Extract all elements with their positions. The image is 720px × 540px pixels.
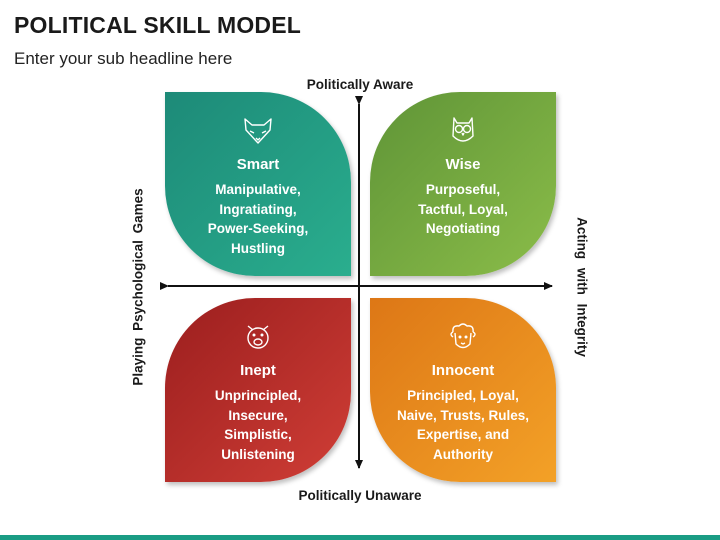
quadrant-innocent: Innocent Principled, Loyal, Naive, Trust…	[370, 298, 556, 482]
trait-line: Authority	[433, 446, 493, 462]
trait-line: Naive, Trusts, Rules,	[396, 407, 530, 423]
quadrant-title: Smart	[236, 156, 280, 173]
trait-line: Insecure,	[228, 407, 288, 423]
quadrant-title: Wise	[445, 156, 481, 173]
trait-line: Negotiating	[425, 221, 501, 236]
trait-line: Power-Seeking,	[207, 221, 309, 236]
footer-accent-bar	[0, 535, 720, 540]
owl-icon	[452, 117, 474, 142]
quadrant-title: Inept	[240, 362, 276, 379]
axis-label-bottom: Politically Unaware	[298, 488, 422, 503]
page-title: POLITICAL SKILL MODEL	[14, 12, 302, 38]
trait-line: Tactful, Loyal,	[418, 201, 508, 217]
trait-line: Principled, Loyal,	[407, 388, 519, 403]
quadrant-traits: Principled, Loyal, Naive, Trusts, Rules,…	[378, 386, 548, 464]
trait-line: Hustling	[231, 240, 285, 256]
quadrant-wise: Wise Purposeful, Tactful, Loyal, Negotia…	[370, 92, 556, 276]
trait-line: Expertise, and	[416, 427, 510, 442]
trait-line: Unlistening	[221, 446, 295, 462]
trait-line: Unprincipled,	[214, 388, 302, 403]
pig-icon	[247, 325, 269, 349]
page-subtitle: Enter your sub headline here	[14, 49, 233, 68]
quadrant-smart: Smart Manipulative, Ingratiating, Power-…	[165, 92, 351, 276]
axis-label-top: Politically Aware	[306, 77, 414, 92]
sheep-icon	[450, 323, 476, 349]
quadrant-traits: Unprincipled, Insecure, Simplistic, Unli…	[173, 386, 343, 464]
quadrant-traits: Manipulative, Ingratiating, Power-Seekin…	[173, 180, 343, 258]
trait-line: Ingratiating,	[219, 201, 297, 217]
trait-line: Purposeful,	[425, 182, 501, 197]
quadrant-title: Innocent	[431, 362, 495, 379]
quadrant-traits: Purposeful, Tactful, Loyal, Negotiating	[378, 180, 548, 239]
quadrant-inept: Inept Unprincipled, Insecure, Simplistic…	[165, 298, 351, 482]
trait-line: Simplistic,	[224, 427, 292, 442]
trait-line: Manipulative,	[215, 182, 301, 197]
fox-icon	[244, 118, 272, 144]
